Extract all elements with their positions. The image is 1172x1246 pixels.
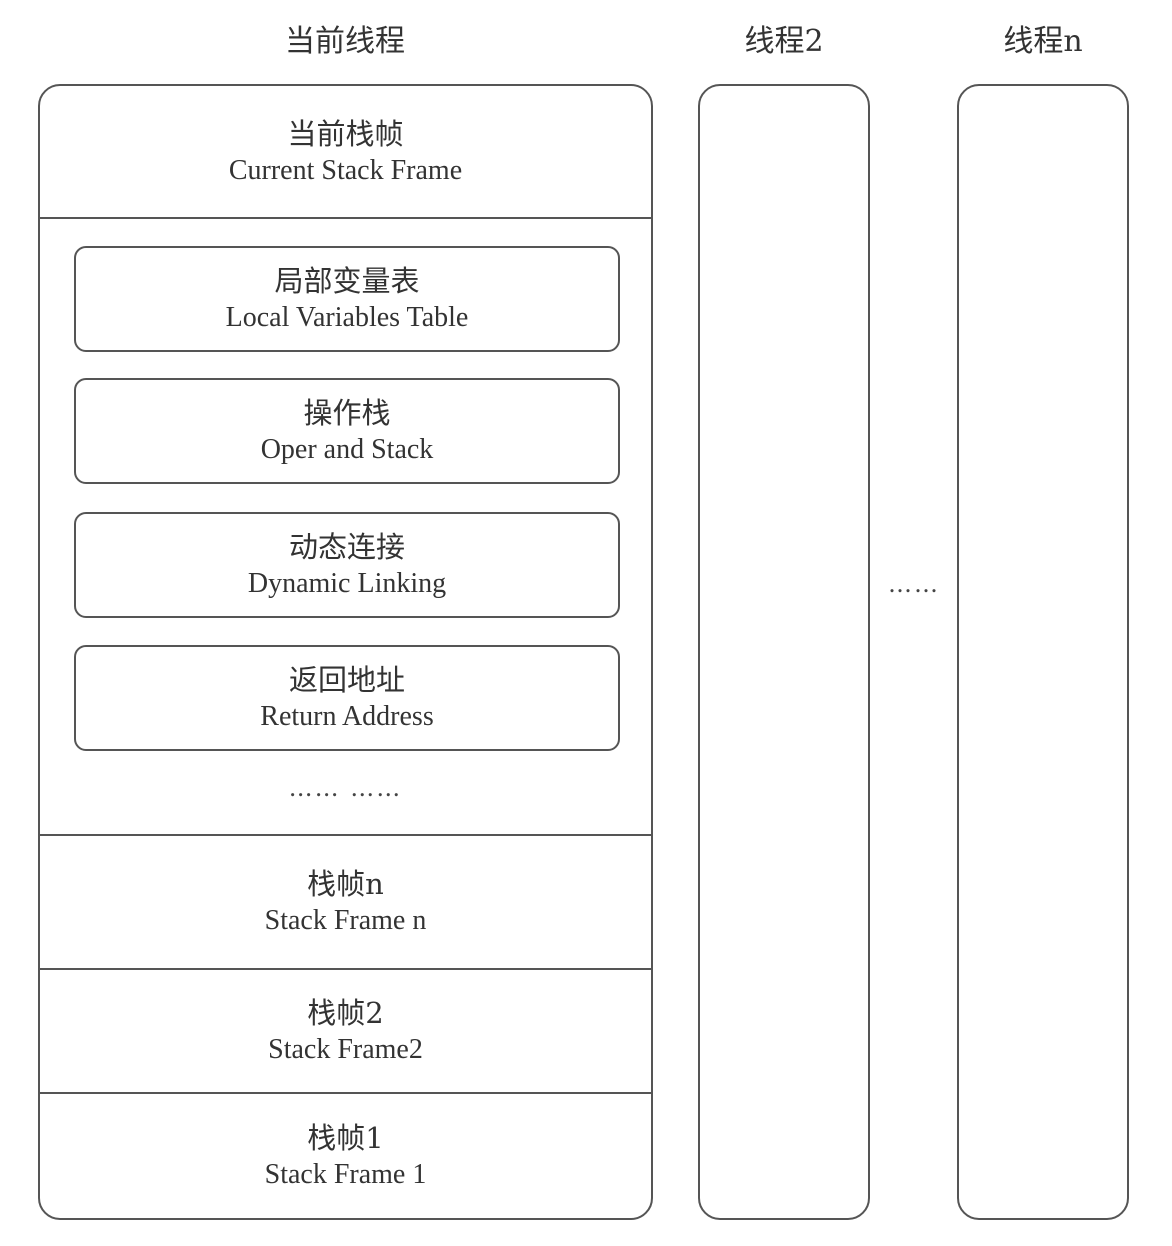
operand-stack-box: 操作栈 Oper and Stack — [74, 378, 620, 484]
component-en: Local Variables Table — [225, 302, 469, 333]
stack-frame-cn: 栈帧1 — [307, 1121, 384, 1155]
stack-frame-en: Stack Frame2 — [268, 1034, 423, 1065]
stack-frame-en: Stack Frame n — [264, 905, 427, 936]
frame-components-area: 局部变量表 Local Variables Table 操作栈 Oper and… — [40, 219, 651, 836]
current-stack-frame-en: Current Stack Frame — [228, 154, 463, 186]
threadn-title: 线程n — [1003, 24, 1083, 59]
thread2-box — [698, 84, 870, 1220]
component-en: Dynamic Linking — [247, 568, 447, 599]
current-stack-frame: 当前栈帧 Current Stack Frame — [40, 86, 651, 219]
component-cn: 操作栈 — [303, 396, 391, 430]
current-thread-title: 当前线程 — [285, 24, 405, 59]
stack-frame-en: Stack Frame 1 — [264, 1159, 427, 1190]
stack-frame-cn: 栈帧n — [307, 867, 384, 901]
component-en: Oper and Stack — [260, 434, 434, 465]
stack-frame-cn: 栈帧2 — [307, 996, 384, 1030]
stack-frame-1: 栈帧1 Stack Frame 1 — [40, 1094, 651, 1218]
component-en: Return Address — [260, 701, 434, 732]
component-cn: 局部变量表 — [274, 264, 420, 298]
more-threads-ellipsis: …… — [888, 570, 940, 598]
component-cn: 动态连接 — [288, 530, 405, 564]
stack-frame-2: 栈帧2 Stack Frame2 — [40, 970, 651, 1094]
threadn-box — [957, 84, 1129, 1220]
thread2-title: 线程2 — [744, 24, 824, 59]
current-stack-frame-cn: 当前栈帧 — [287, 116, 404, 151]
more-components-ellipsis: …… …… — [288, 774, 403, 802]
current-thread-box: 当前栈帧 Current Stack Frame 局部变量表 Local Var… — [38, 84, 653, 1220]
dynamic-linking-box: 动态连接 Dynamic Linking — [74, 512, 620, 618]
component-cn: 返回地址 — [288, 663, 405, 697]
return-address-box: 返回地址 Return Address — [74, 645, 620, 751]
local-variables-table-box: 局部变量表 Local Variables Table — [74, 246, 620, 352]
stack-frame-n: 栈帧n Stack Frame n — [40, 836, 651, 970]
